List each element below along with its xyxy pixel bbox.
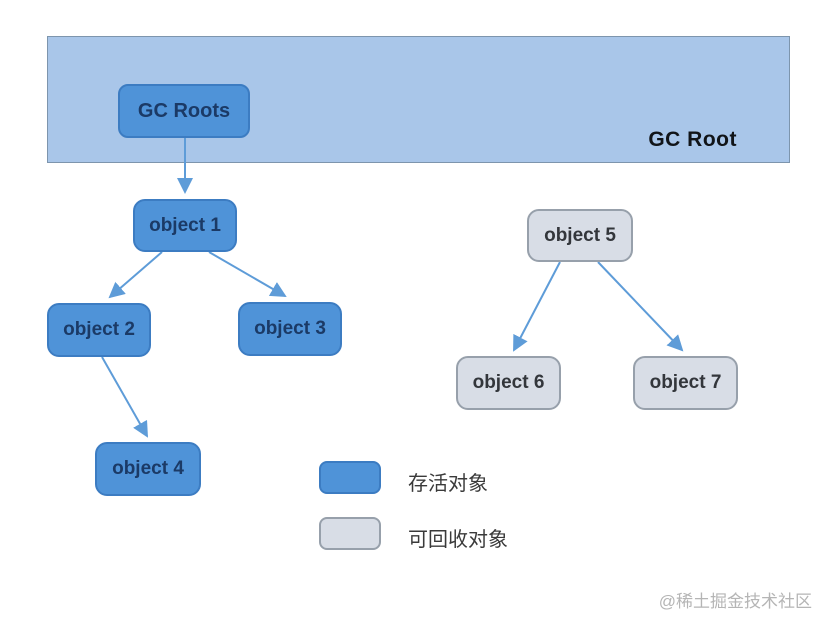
edge-object5-object7 [597, 261, 684, 352]
edge-object5-object6 [513, 261, 561, 352]
node-object-6: object 6 [456, 356, 561, 410]
node-object-1: object 1 [133, 199, 237, 252]
node-object-2: object 2 [47, 303, 151, 357]
node-gc-roots: GC Roots [118, 84, 250, 138]
legend-swatch-live [319, 461, 381, 494]
legend-swatch-recyclable [319, 517, 381, 550]
watermark: @稀土掘金技术社区 [658, 592, 812, 611]
node-object-4: object 4 [95, 442, 201, 496]
edge-object1-object2 [108, 251, 163, 299]
legend-label-recyclable: 可回收对象 [408, 529, 508, 551]
legend-label-live: 存活对象 [408, 473, 488, 495]
node-object-5: object 5 [527, 209, 633, 262]
node-object-7: object 7 [633, 356, 738, 410]
node-object-3: object 3 [238, 302, 342, 356]
gc-root-banner-label: GC Root [648, 128, 737, 151]
edge-object1-object3 [208, 251, 287, 298]
edge-object2-object4 [101, 356, 148, 438]
